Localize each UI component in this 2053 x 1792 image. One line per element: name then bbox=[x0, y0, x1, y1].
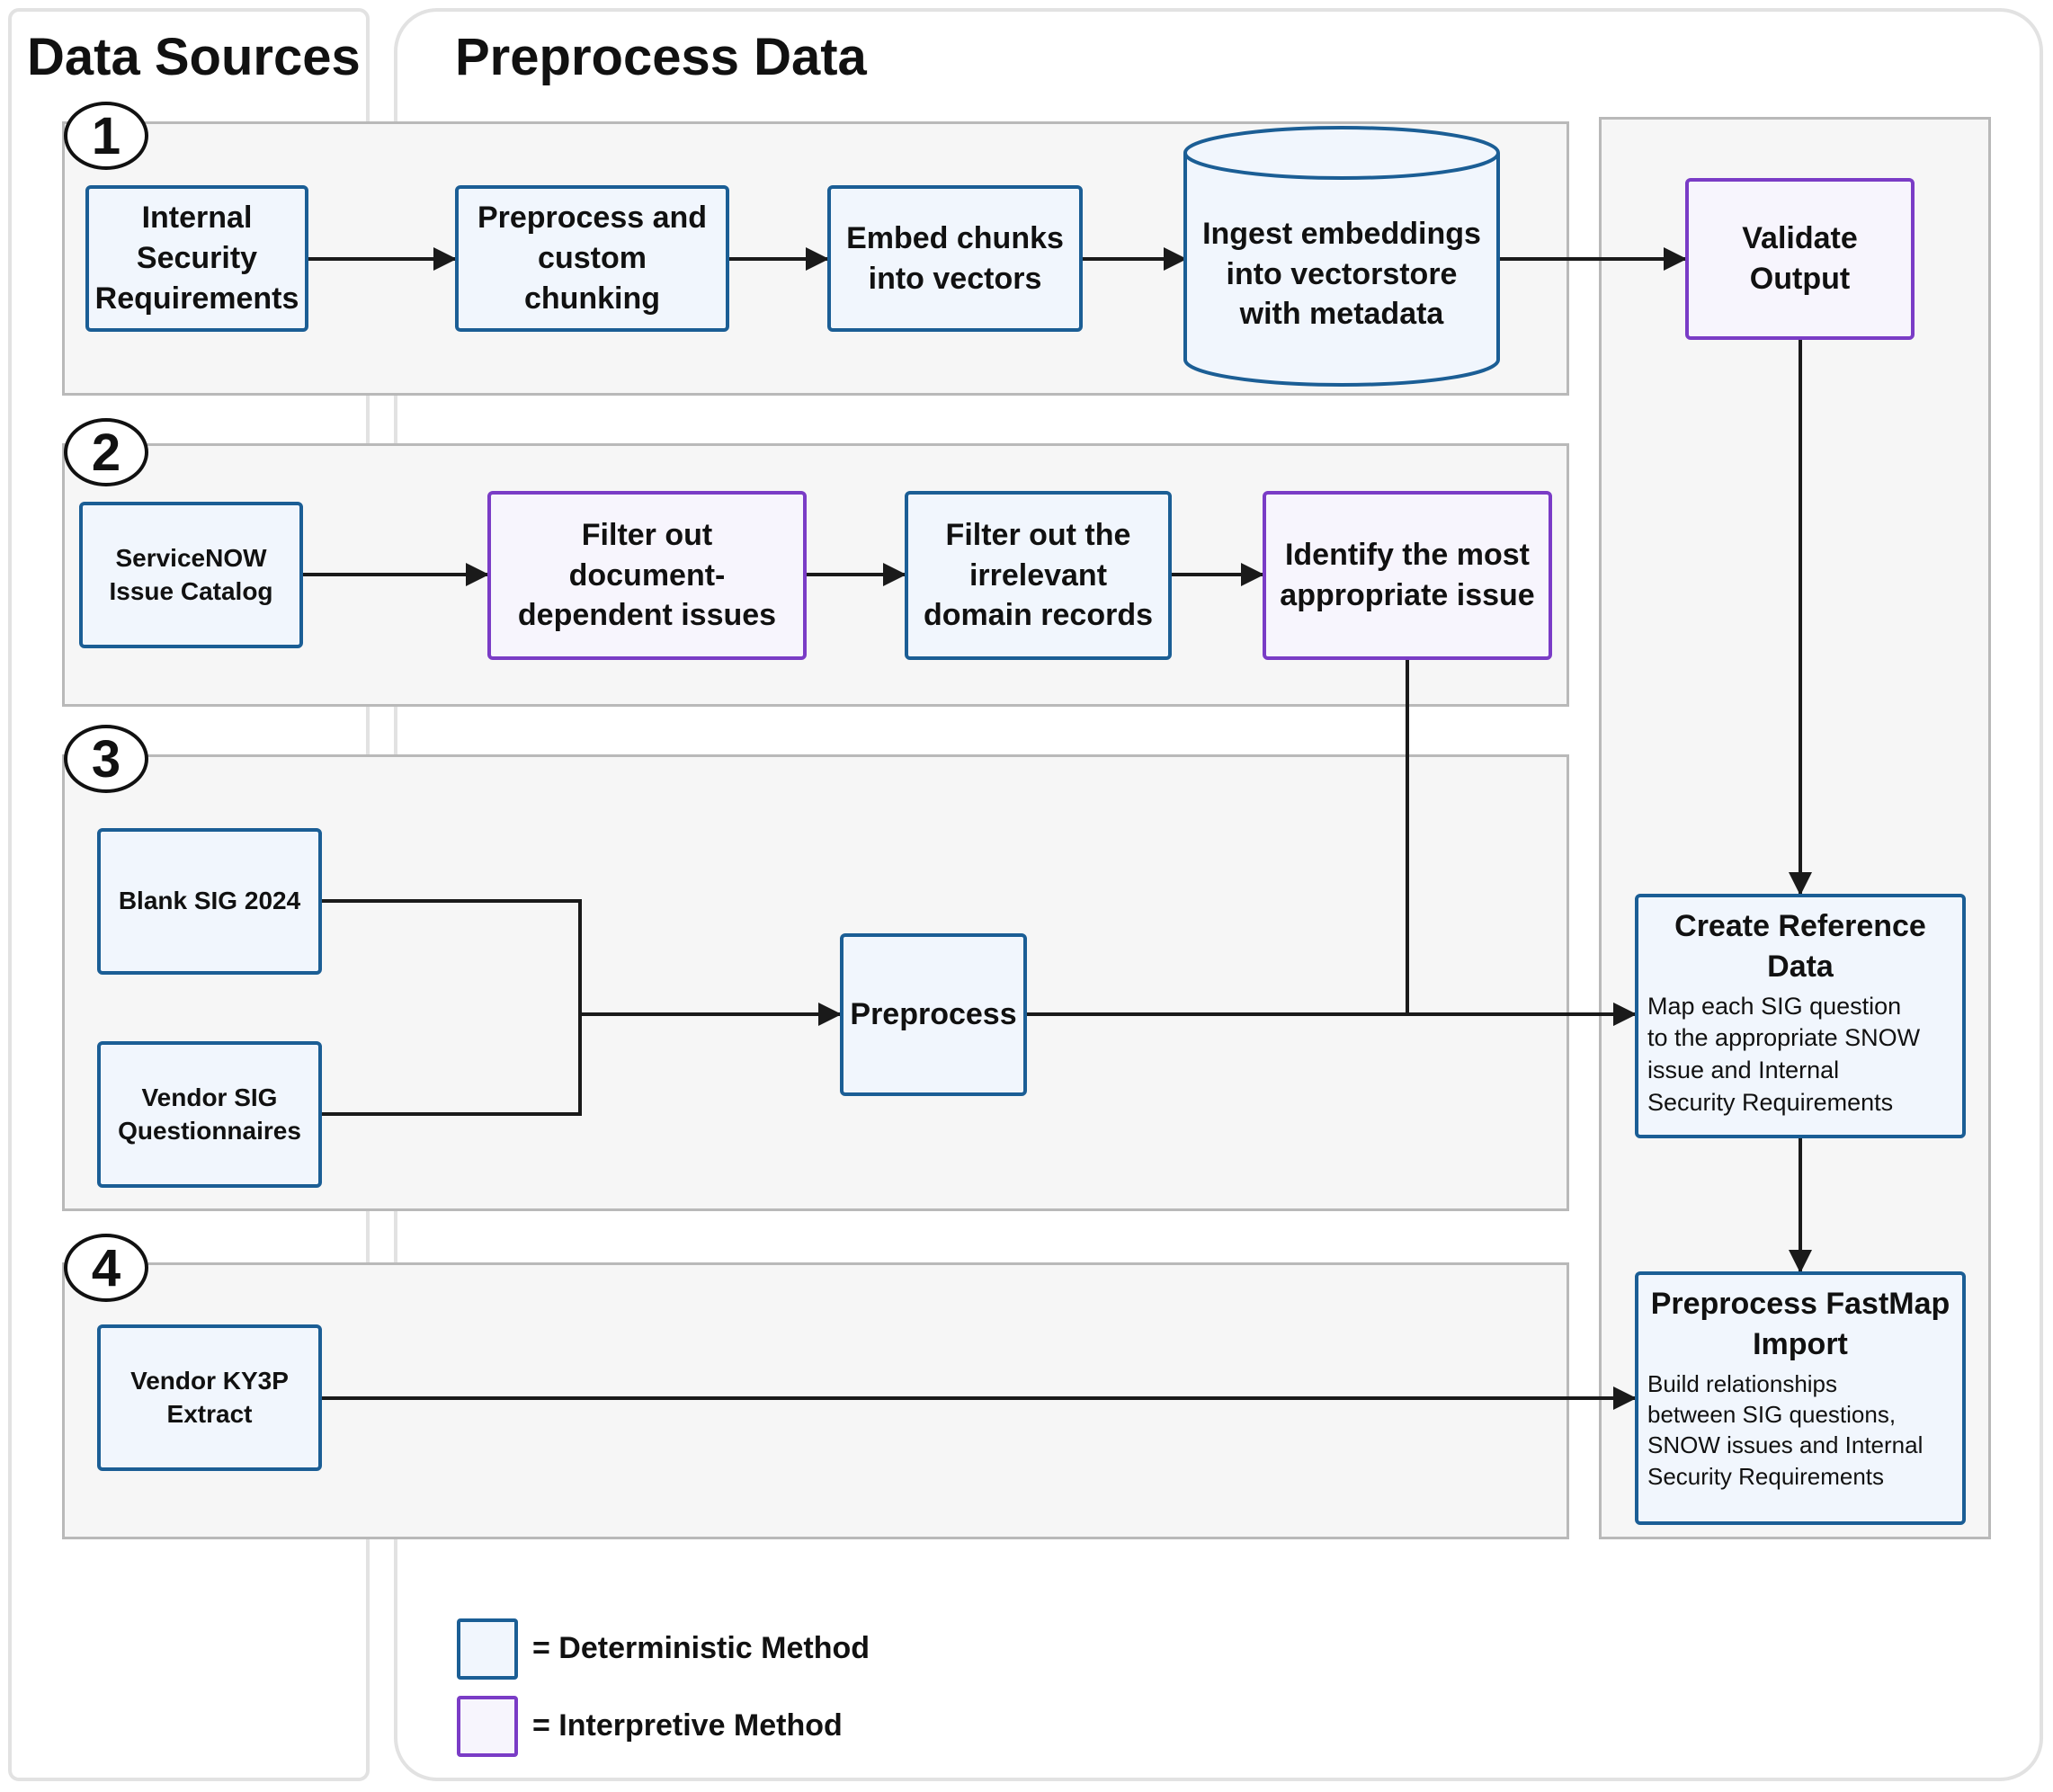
node-ingest-embeddings-label: Ingest embeddings into vectorstore with … bbox=[1202, 216, 1481, 332]
node-vendor-sig-questionnaires[interactable]: Vendor SIG Questionnaires bbox=[97, 1041, 322, 1188]
lane-3-number: 3 bbox=[64, 725, 148, 793]
lane-4-number: 4 bbox=[64, 1234, 148, 1302]
node-filter-irrelevant-domain[interactable]: Filter out the irrelevant domain records bbox=[905, 491, 1172, 660]
node-preprocess-custom-chunking[interactable]: Preprocess and custom chunking bbox=[455, 185, 729, 332]
arrow-identify-to-reference bbox=[1406, 659, 1637, 1026]
data-sources-title: Data Sources bbox=[27, 28, 361, 86]
node-preprocess[interactable]: Preprocess bbox=[840, 933, 1027, 1096]
node-ingest-embeddings-cylinder[interactable] bbox=[1182, 124, 1502, 392]
node-preprocess-fastmap-import[interactable]: Preprocess FastMap Import Build relation… bbox=[1635, 1271, 1966, 1525]
node-create-reference-data[interactable]: Create Reference Data Map each SIG quest… bbox=[1635, 894, 1966, 1138]
legend-deterministic-label: = Deterministic Method bbox=[532, 1631, 870, 1665]
create-reference-data-description: Map each SIG question to the appropriate… bbox=[1647, 992, 1921, 1116]
line-blank-sig bbox=[321, 899, 582, 1116]
legend-deterministic-swatch bbox=[457, 1618, 518, 1680]
create-reference-data-title: Create Reference Data bbox=[1674, 909, 1926, 984]
preprocess-fastmap-import-description: Build relationships between SIG question… bbox=[1647, 1369, 1924, 1490]
node-vendor-ky3p-extract[interactable]: Vendor KY3P Extract bbox=[97, 1324, 322, 1471]
lane-2-number: 2 bbox=[64, 418, 148, 486]
legend-interpretive-label: = Interpretive Method bbox=[532, 1708, 843, 1743]
node-embed-chunks[interactable]: Embed chunks into vectors bbox=[827, 185, 1083, 332]
node-identify-most-appropriate[interactable]: Identify the most appropriate issue bbox=[1263, 491, 1552, 660]
lane-1-number: 1 bbox=[64, 102, 148, 170]
legend-interpretive-swatch bbox=[457, 1696, 518, 1757]
node-servicenow-issue-catalog[interactable]: ServiceNOW Issue Catalog bbox=[79, 502, 303, 648]
node-blank-sig-2024[interactable]: Blank SIG 2024 bbox=[97, 828, 322, 975]
node-filter-document-dependent[interactable]: Filter out document- dependent issues bbox=[487, 491, 807, 660]
node-internal-security-requirements[interactable]: Internal Security Requirements bbox=[85, 185, 308, 332]
node-validate-output[interactable]: Validate Output bbox=[1685, 178, 1915, 340]
preprocess-fastmap-import-title: Preprocess FastMap Import bbox=[1650, 1287, 1950, 1361]
preprocess-data-title: Preprocess Data bbox=[455, 28, 867, 86]
